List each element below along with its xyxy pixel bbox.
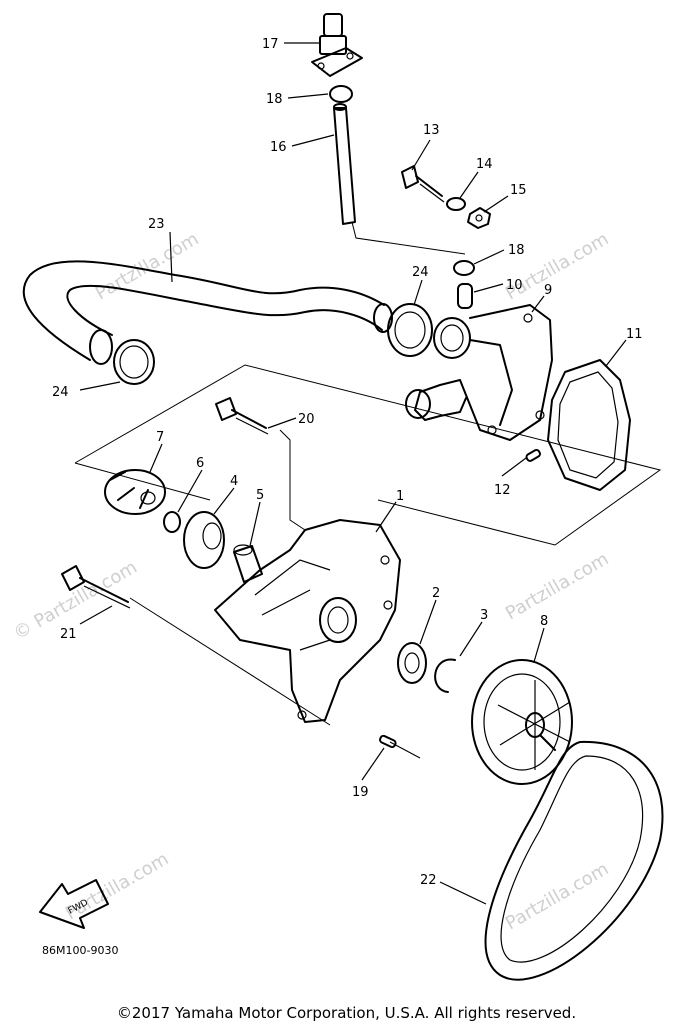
callout-17: 17 (262, 37, 279, 52)
callout-19: 19 (352, 785, 369, 800)
part-12-dowel-pin (525, 449, 541, 462)
callout-24-right: 24 (412, 265, 429, 280)
part-22-belt (484, 740, 664, 981)
callout-18-upper: 18 (266, 92, 283, 107)
watermark-right-2: Partzilla.com (502, 549, 612, 625)
part-23-hose (22, 260, 393, 365)
part-15-nut (467, 207, 491, 229)
diagram-part-code: 86M100-9030 (42, 944, 119, 957)
callout-18-lower: 18 (508, 243, 525, 258)
watermarks: © Partzilla.com Partzilla.com Partzilla.… (10, 229, 612, 935)
part-2-bearing (397, 642, 427, 684)
part-10-pipe (457, 283, 473, 309)
callout-5: 5 (256, 488, 264, 503)
part-20-bolt (215, 397, 269, 435)
callout-6: 6 (196, 456, 204, 471)
callout-4: 4 (230, 474, 238, 489)
callout-23: 23 (148, 217, 165, 232)
part-19-dowel-pin (379, 734, 397, 749)
part-7-impeller (104, 469, 166, 515)
copyright-footer: ©2017 Yamaha Motor Corporation, U.S.A. A… (116, 1004, 577, 1022)
part-18-upper-clamp (329, 85, 353, 103)
callout-1: 1 (396, 489, 404, 504)
part-24-clamp-left (113, 339, 155, 385)
callout-8: 8 (540, 614, 548, 629)
leader-lines (79, 42, 627, 905)
part-18-lower-clamp (453, 260, 475, 276)
callout-22: 22 (420, 873, 437, 888)
callout-7: 7 (156, 430, 164, 445)
part-8-pulley (471, 659, 573, 785)
assembly-lines (74, 221, 662, 759)
callout-21: 21 (60, 627, 77, 642)
part-16-pipe (333, 103, 356, 225)
part-1-pump-housing (214, 519, 401, 723)
callout-2: 2 (432, 586, 440, 601)
callout-labels: 17 18 16 13 14 15 23 18 24 10 9 11 24 20… (52, 37, 643, 888)
callout-10: 10 (506, 278, 523, 293)
callout-9: 9 (544, 283, 552, 298)
callout-20: 20 (298, 412, 315, 427)
part-24-clamp-right (387, 303, 433, 357)
part-13-bolt (401, 165, 445, 203)
callout-11: 11 (626, 327, 643, 342)
callout-13: 13 (423, 123, 440, 138)
part-6-washer (163, 511, 181, 533)
callout-24-left: 24 (52, 385, 69, 400)
callout-16: 16 (270, 140, 287, 155)
part-14-washer (446, 197, 466, 211)
callout-15: 15 (510, 183, 527, 198)
part-3-circlip (434, 658, 456, 693)
part-9-pump-cover (405, 304, 553, 441)
part-17-fitting (311, 13, 363, 77)
callout-12: 12 (494, 483, 511, 498)
callout-14: 14 (476, 157, 493, 172)
part-4-seal (183, 511, 225, 569)
part-11-gasket (547, 359, 631, 491)
watermark-bottom-left: Partzilla.com (62, 849, 172, 925)
watermark-bottom-right: Partzilla.com (502, 859, 612, 935)
callout-3: 3 (480, 608, 488, 623)
part-21-bolt (61, 565, 131, 609)
part-5-bushing (233, 544, 263, 583)
